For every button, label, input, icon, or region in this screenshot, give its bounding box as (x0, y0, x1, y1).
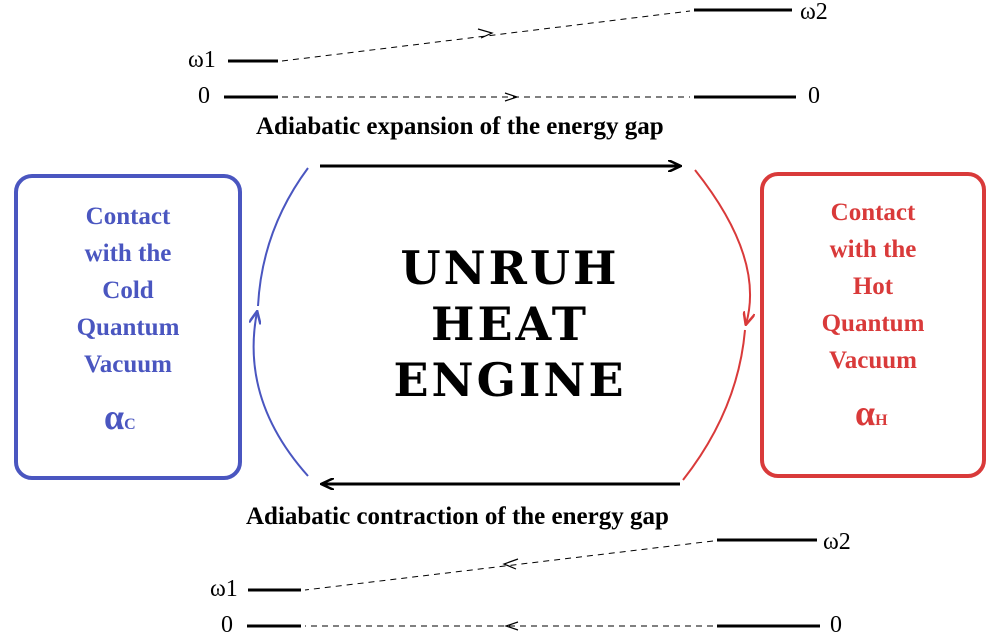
top-right-0-label: 0 (808, 83, 820, 109)
bottom-0-dashed-arrowhead (504, 621, 519, 631)
engine-title: UNRUH HEAT ENGINE (380, 240, 640, 408)
alpha-h-subscript: H (875, 412, 888, 429)
title-line-2: HEAT (431, 297, 589, 351)
bottom-right-0-label: 0 (830, 612, 842, 638)
top-left-w1-label: ω1 (188, 47, 216, 73)
hot-line-3: Hot (852, 273, 894, 300)
hot-vacuum-box (760, 172, 986, 478)
hot-line-1: Contact (830, 199, 916, 226)
cold-line-2: with the (84, 240, 172, 267)
alpha-h-symbol: αH (855, 392, 888, 434)
cold-line-4: Quantum (76, 314, 180, 341)
top-left-0-label: 0 (198, 83, 210, 109)
top-0-dashed-arrowhead (504, 92, 519, 102)
alpha-c-symbol: αC (104, 396, 136, 438)
cold-vacuum-text: Contact with the Cold Quantum Vacuum (14, 198, 242, 383)
title-line-3: ENGINE (393, 353, 627, 407)
bottom-w2-dashed-arrowhead (502, 558, 519, 570)
cold-line-5: Vacuum (84, 351, 172, 378)
top-w1-dashed-arrowhead (477, 28, 494, 39)
alpha-h-letter: α (855, 393, 876, 433)
cold-line-1: Contact (85, 203, 171, 230)
cold-line-3: Cold (102, 277, 154, 304)
hot-line-5: Vacuum (829, 347, 917, 374)
hot-vacuum-text: Contact with the Hot Quantum Vacuum (760, 194, 986, 379)
bottom-right-w2-label: ω2 (823, 529, 851, 555)
top-w1-to-w2-dashed (281, 10, 691, 62)
expansion-caption: Adiabatic expansion of the energy gap (256, 113, 664, 140)
hot-contact-arc (694, 169, 750, 324)
hot-line-4: Quantum (821, 310, 925, 337)
hot-contact-arc-tail (682, 329, 746, 481)
cold-contact-arc-tail (257, 167, 309, 307)
contraction-caption: Adiabatic contraction of the energy gap (246, 503, 669, 530)
bottom-left-w1-label: ω1 (210, 576, 238, 602)
bottom-w2-to-w1-dashed (304, 540, 714, 591)
cold-vacuum-box (14, 174, 242, 480)
hot-line-2: with the (829, 236, 917, 263)
cold-contact-arc (254, 312, 309, 477)
top-right-w2-label: ω2 (800, 0, 828, 25)
alpha-c-subscript: C (124, 416, 136, 433)
bottom-left-0-label: 0 (221, 612, 233, 638)
title-line-1: UNRUH (400, 241, 620, 295)
alpha-c-letter: α (104, 397, 125, 437)
